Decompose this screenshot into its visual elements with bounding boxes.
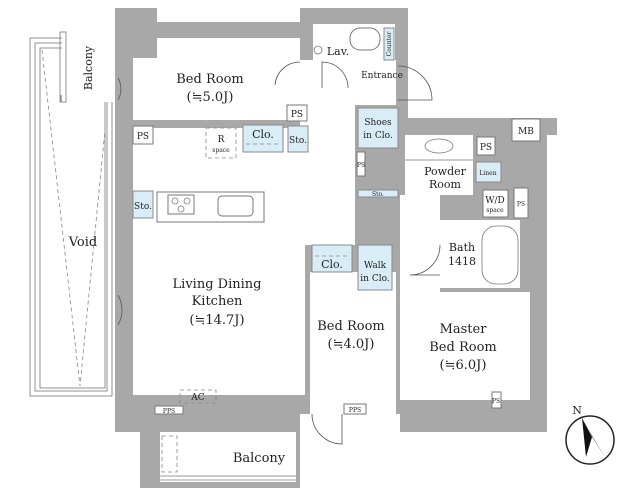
- wd-sub: space: [486, 207, 504, 214]
- entrance-label: Entrance: [361, 71, 403, 81]
- closet-1: [242, 124, 284, 153]
- compass: N: [565, 404, 615, 465]
- closet-1-label: Clo.: [252, 128, 274, 141]
- ps-label-3: PS: [357, 162, 365, 169]
- master-name-1: Master: [440, 322, 488, 337]
- shoes-label-2: in Clo.: [363, 131, 393, 141]
- ps-label-6: PS: [492, 398, 500, 405]
- linen-closet: [475, 161, 502, 183]
- entrance-door: [397, 65, 433, 101]
- mb-label: MB: [518, 127, 534, 137]
- bed-room-2-name: Bed Room: [317, 319, 384, 334]
- lavatory: Lav. Counter: [313, 27, 395, 89]
- toilet-icon: [349, 27, 381, 51]
- counter-label: Counter: [386, 31, 393, 56]
- r-space: [205, 127, 237, 159]
- ps-label-4: PS: [480, 143, 492, 153]
- rooms: [133, 24, 530, 482]
- storage-1-label: Sto.: [289, 136, 307, 146]
- powder-label-1: Powder: [424, 165, 467, 178]
- ps-label-5: PS: [517, 201, 525, 208]
- ac-label: AC: [190, 393, 204, 403]
- ldk-name-2: Kitchen: [192, 294, 243, 309]
- balcony-top-label: Balcony: [82, 45, 95, 90]
- wd-space: [482, 189, 509, 218]
- storage-1: [287, 125, 309, 153]
- pps-label-1: PPS: [163, 408, 175, 415]
- bath-label-1: Bath: [449, 241, 475, 254]
- linen-label: Linen: [479, 170, 496, 177]
- storage-2: [132, 190, 154, 219]
- mb-box: [511, 118, 541, 142]
- ldk-name-1: Living Dining: [173, 277, 262, 292]
- ldk-size: (≒14.7J): [189, 313, 244, 328]
- walk-in-closet: [357, 244, 393, 291]
- closet-2-label: Clo.: [321, 258, 343, 271]
- bathroom: Bath 1418: [409, 225, 519, 285]
- pps-box-2: [343, 403, 367, 415]
- living-dining-kitchen: Living Dining Kitchen (≒14.7J) AC: [117, 277, 262, 404]
- master-size: (≒6.0J): [440, 358, 487, 373]
- shoes-label-1: Shoes: [364, 118, 392, 128]
- north-arrow-icon: [582, 418, 592, 457]
- wd-label: W/D: [485, 196, 505, 206]
- lav-label: Lav.: [327, 45, 349, 58]
- ac-unit: [179, 389, 217, 404]
- ps-box-2: [132, 125, 154, 145]
- void-label: Void: [68, 235, 98, 250]
- powder-room: Powder Room: [405, 138, 473, 191]
- r-space-label: R: [218, 135, 225, 145]
- balcony-top: Balcony: [59, 31, 115, 103]
- bed-room-2-size: (≒4.0J): [328, 337, 375, 352]
- ps-box-1: [286, 104, 308, 122]
- stair-hatch: [161, 435, 178, 473]
- stove-icon: [167, 194, 195, 215]
- bed-room-1-size: (≒5.0J): [187, 90, 234, 105]
- ps-box-5: [513, 187, 529, 219]
- storage-3-label: Sto.: [372, 191, 384, 198]
- powder-label-2: Room: [429, 178, 462, 191]
- ps-box-3: [356, 151, 366, 177]
- master-bed-room: Master Bed Room (≒6.0J) PS: [429, 322, 502, 409]
- pps-box-1: [154, 405, 184, 415]
- bed-room-1-name: Bed Room: [176, 72, 243, 87]
- kitchen-counter: [156, 191, 265, 223]
- closet-2: [311, 244, 353, 273]
- walk-in-label-2: in Clo.: [360, 274, 390, 284]
- bed-room-1: Bed Room (≒5.0J): [117, 61, 301, 105]
- ps-label-2: PS: [137, 132, 149, 142]
- balcony-bottom: Balcony: [160, 435, 296, 481]
- bathtub-icon: [481, 225, 519, 285]
- r-space-sub: space: [212, 147, 230, 154]
- ps-box-4: [476, 136, 496, 156]
- compass-north-label: N: [572, 404, 582, 417]
- shoes-closet: [357, 107, 399, 149]
- storage-3: [357, 189, 399, 198]
- balcony-bottom-label: Balcony: [233, 451, 286, 466]
- sink-icon: [217, 195, 254, 217]
- pps-label-2: PPS: [349, 407, 361, 414]
- storage-2-label: Sto.: [134, 202, 152, 212]
- bed-room-2: Bed Room (≒4.0J): [311, 319, 385, 445]
- master-name-2: Bed Room: [429, 340, 496, 355]
- walk-in-label-1: Walk: [364, 261, 387, 271]
- ps-label-1: PS: [291, 110, 303, 120]
- bath-label-2: 1418: [448, 255, 476, 268]
